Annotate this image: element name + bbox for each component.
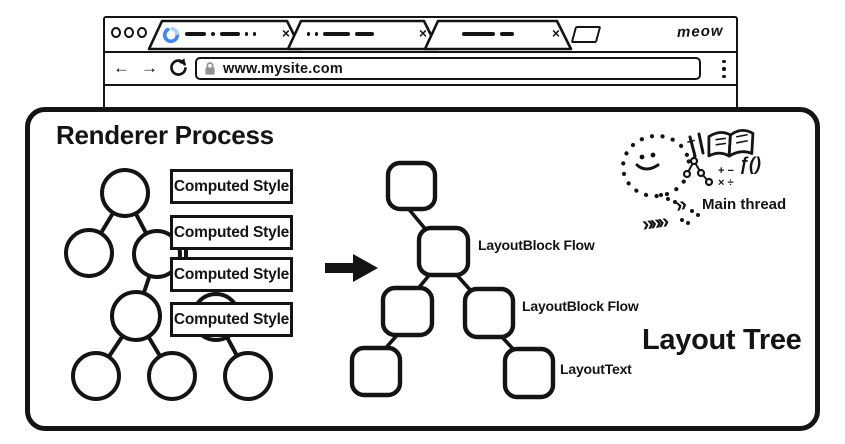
url-bar[interactable]: www.mysite.com xyxy=(195,57,701,80)
tree-icon xyxy=(682,156,714,187)
book-icon xyxy=(707,129,755,158)
window-controls xyxy=(111,27,147,38)
arrow-icon xyxy=(325,254,378,282)
forward-icon[interactable]: → xyxy=(141,58,158,77)
tab-shapes xyxy=(147,19,573,51)
tab-3[interactable] xyxy=(423,19,573,51)
tab-close-icon[interactable]: × xyxy=(419,26,427,41)
computed-style-box: Computed Style xyxy=(170,215,293,250)
main-thread-label: Main thread xyxy=(702,196,787,213)
function-icon: ƒ() xyxy=(739,154,761,174)
renderer-process-box: + − × ÷ ƒ() » »»» Renderer Process Compu… xyxy=(25,107,820,431)
layout-node xyxy=(462,286,516,340)
smiley-face-icon xyxy=(620,133,692,199)
layout-node xyxy=(385,160,438,212)
dom-node xyxy=(100,168,150,218)
tab-title-scribble xyxy=(307,32,374,36)
layout-node xyxy=(502,346,556,400)
tab-close-icon[interactable]: × xyxy=(552,26,560,41)
dom-node xyxy=(110,290,162,342)
computed-style-box: Computed Style xyxy=(170,302,293,337)
traffic-light-maximize[interactable] xyxy=(137,27,147,38)
artist-signature: meow xyxy=(676,22,724,42)
tab-title-scribble xyxy=(462,32,514,36)
layout-node xyxy=(349,345,403,398)
loading-spinner-icon xyxy=(162,26,180,44)
stationery-icon xyxy=(687,132,705,162)
tab-title-scribble xyxy=(185,32,256,36)
computed-style-box: Computed Style xyxy=(170,257,293,292)
tab-strip: × × × meow xyxy=(105,18,736,53)
reload-icon[interactable] xyxy=(168,57,189,79)
new-tab-button[interactable] xyxy=(570,26,602,43)
url-toolbar: ← → www.mysite.com xyxy=(105,53,736,86)
dom-node xyxy=(132,229,182,279)
layout-tree-nodes xyxy=(349,160,556,400)
layout-node-label: LayoutText xyxy=(560,361,632,377)
traffic-light-minimize[interactable] xyxy=(124,27,134,38)
browser-window: × × × meow ← → www.mysite.com xyxy=(103,16,738,112)
traffic-light-close[interactable] xyxy=(111,27,121,38)
layout-tree-caption: Layout Tree xyxy=(642,324,802,356)
tab-close-icon[interactable]: × xyxy=(282,26,290,41)
computed-style-box: Computed Style xyxy=(170,169,293,204)
url-text: www.mysite.com xyxy=(223,60,343,77)
back-icon[interactable]: ← xyxy=(113,58,130,77)
chevrons-icon: »»» xyxy=(641,210,670,236)
layout-node xyxy=(380,285,435,338)
layout-node-label: LayoutBlock Flow xyxy=(478,237,595,253)
layout-node xyxy=(416,225,471,278)
math-symbols-icon: × ÷ xyxy=(718,177,734,189)
dom-node xyxy=(64,228,114,278)
chevron-icon: » xyxy=(673,192,690,217)
dom-node xyxy=(223,351,273,401)
layout-node-label: LayoutBlock Flow xyxy=(522,298,639,314)
math-symbols-icon: + − xyxy=(718,165,734,177)
main-thread-doodle: + − × ÷ ƒ() » »»» xyxy=(620,129,761,236)
menu-icon[interactable] xyxy=(721,60,727,78)
dotted-trail xyxy=(659,193,700,225)
lock-icon xyxy=(205,62,215,75)
renderer-process-title: Renderer Process xyxy=(56,120,274,150)
dom-node xyxy=(147,351,197,401)
dom-node xyxy=(71,351,121,401)
renderer-artwork: + − × ÷ ƒ() » »»» xyxy=(64,129,761,401)
